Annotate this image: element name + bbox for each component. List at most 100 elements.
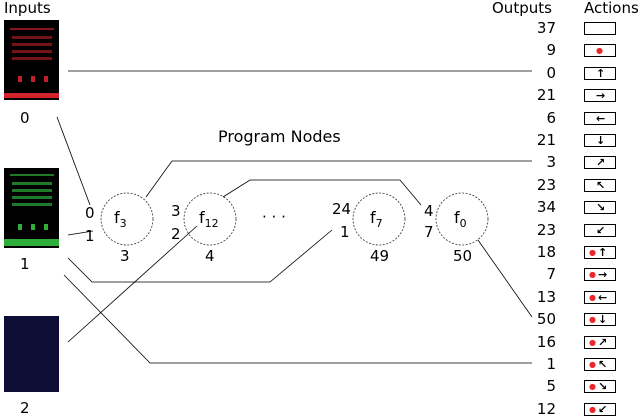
output-value: 37 — [536, 19, 556, 37]
node-f3-circle — [100, 192, 154, 246]
direction-arrow-icon: ↓ — [596, 134, 606, 147]
fire-dot-icon: ● — [589, 337, 596, 347]
input-label-0: 0 — [20, 109, 30, 127]
output-value: 9 — [546, 41, 556, 60]
output-value: 13 — [536, 287, 556, 306]
input-label-1: 1 — [20, 255, 30, 273]
ellipsis: · · · — [262, 208, 286, 226]
fire-dot-icon: ● — [589, 292, 596, 302]
node-f7-label: f7 — [370, 208, 383, 231]
fire-dot-icon: ● — [589, 248, 596, 257]
direction-arrow-icon: → — [598, 268, 608, 282]
action-box: ●→ — [584, 268, 616, 282]
direction-arrow-icon: ↙ — [598, 402, 608, 416]
outputs-header: Outputs — [492, 0, 552, 17]
input-frame-2-bg — [4, 316, 59, 392]
output-value: 23 — [536, 220, 556, 239]
direction-arrow-icon: ← — [598, 290, 608, 304]
fire-dot-icon: ● — [589, 360, 596, 369]
output-value: 21 — [536, 131, 556, 149]
node-f3-port-0: 0 — [85, 204, 95, 222]
direction-arrow-icon: → — [596, 89, 606, 103]
output-value: 16 — [536, 332, 556, 351]
action-box: ↖ — [584, 178, 616, 192]
output-value: 1 — [546, 355, 556, 373]
edge-input1-output-low — [63, 274, 532, 364]
node-f0-port-1: 7 — [424, 223, 434, 241]
direction-arrow-icon: ↙ — [596, 223, 606, 237]
action-box — [584, 22, 616, 35]
output-value: 34 — [536, 198, 556, 217]
edge-input0-f3 — [56, 116, 91, 206]
action-box: ●↖ — [584, 358, 616, 371]
direction-arrow-icon: ↖ — [596, 178, 606, 192]
fire-dot-icon: ● — [589, 382, 596, 392]
direction-arrow-icon: ↖ — [598, 358, 608, 371]
action-box: ●↙ — [584, 402, 616, 416]
input-frame-0 — [4, 20, 59, 100]
output-value: 0 — [546, 63, 556, 82]
action-box: ↑ — [584, 66, 616, 80]
node-f3-port-1: 1 — [85, 227, 95, 245]
program-nodes-title: Program Nodes — [218, 127, 341, 146]
fire-dot-icon: ● — [589, 404, 596, 414]
edge-input1-f7 — [67, 229, 333, 283]
direction-arrow-icon: ↘ — [596, 201, 606, 215]
action-box: ↙ — [584, 223, 616, 237]
action-box: ●↑ — [584, 246, 616, 259]
output-value: 3 — [546, 153, 556, 172]
action-box: → — [584, 89, 616, 103]
node-f7-output-index: 49 — [370, 247, 390, 265]
node-f12-port-0: 3 — [171, 202, 181, 220]
node-f12-port-1: 2 — [171, 225, 181, 243]
edge-f3-output — [145, 160, 532, 198]
edge-input1-f3 — [67, 230, 94, 236]
action-box: ↓ — [584, 134, 616, 147]
node-f0-port-0: 4 — [424, 202, 434, 220]
action-box: ●↗ — [584, 335, 616, 349]
fire-dot-icon: ● — [589, 315, 596, 325]
output-value: 23 — [536, 175, 556, 194]
node-f12-circle — [183, 192, 237, 246]
node-f7-circle — [352, 192, 406, 246]
input-frame-1 — [4, 168, 59, 248]
node-f7-port-1: 1 — [340, 223, 350, 241]
node-f0-output-index: 50 — [453, 247, 473, 265]
output-value: 7 — [546, 265, 556, 284]
fire-dot-icon: ● — [596, 46, 603, 56]
node-f12-output-index: 4 — [205, 247, 215, 265]
actions-header: Actions — [584, 0, 639, 17]
node-f0-label: f0 — [454, 208, 467, 231]
action-box: ●↘ — [584, 380, 616, 394]
edge-f12-f0 — [222, 179, 422, 206]
direction-arrow-icon: ← — [596, 111, 606, 125]
output-value: 21 — [536, 86, 556, 105]
action-box: ●↓ — [584, 313, 616, 327]
action-box: ← — [584, 111, 616, 125]
direction-arrow-icon: ↗ — [596, 156, 606, 170]
edge-f0-output — [477, 239, 533, 318]
input-frame-2-tint — [4, 316, 59, 392]
direction-arrow-icon: ↓ — [598, 313, 608, 327]
node-f12-label: f12 — [199, 208, 219, 231]
action-box: ↗ — [584, 156, 616, 170]
inputs-header: Inputs — [4, 0, 51, 17]
input-label-2: 2 — [20, 399, 30, 417]
fire-dot-icon: ● — [589, 270, 596, 280]
node-f0-circle — [435, 192, 489, 246]
node-f3-label: f3 — [114, 208, 127, 231]
direction-arrow-icon: ↑ — [598, 246, 608, 259]
node-f7-port-0: 24 — [332, 200, 352, 218]
output-value: 6 — [546, 108, 556, 127]
edge-input2-f12 — [67, 225, 198, 343]
direction-arrow-icon: ↘ — [598, 380, 608, 394]
action-box: ↘ — [584, 201, 616, 215]
direction-arrow-icon: ↑ — [596, 66, 606, 80]
node-f3-output-index: 3 — [120, 247, 130, 265]
action-box: ●← — [584, 290, 616, 304]
direction-arrow-icon: ↗ — [598, 335, 608, 349]
output-value: 12 — [536, 399, 556, 418]
output-value: 18 — [536, 243, 556, 261]
